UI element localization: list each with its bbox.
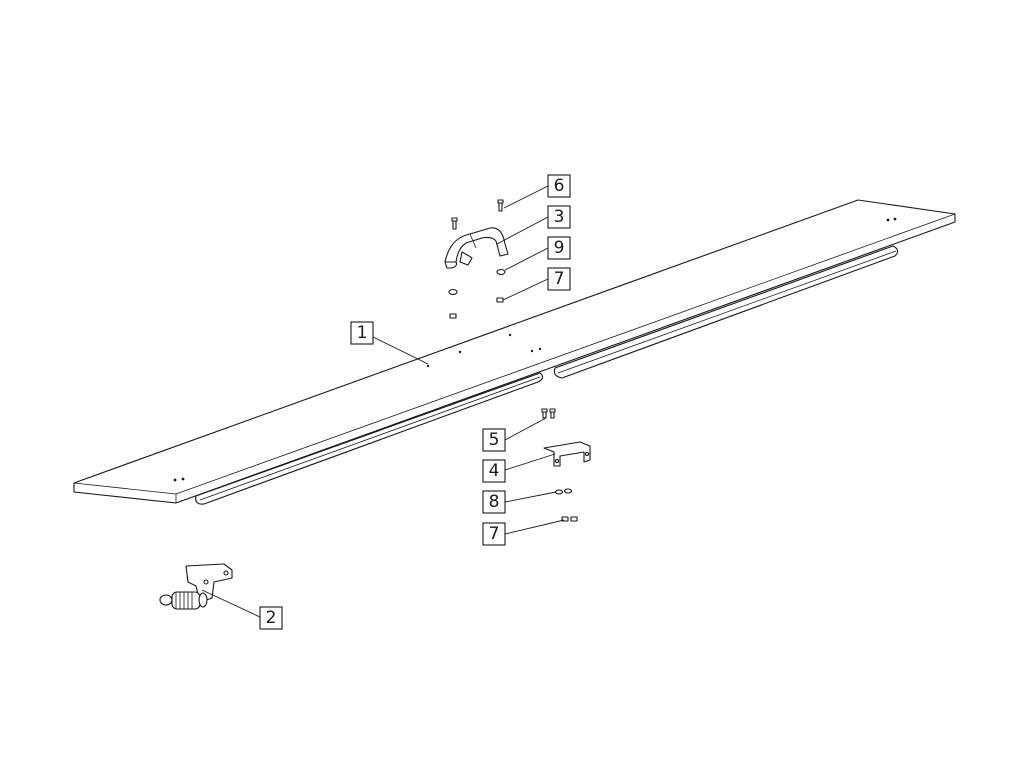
screw-part-6b [497, 199, 504, 212]
callout-5: 5 [482, 428, 506, 452]
callout-7-top: 7 [547, 267, 571, 291]
svg-text:4: 4 [489, 461, 500, 481]
callout-1: 1 [350, 321, 374, 345]
svg-text:3: 3 [554, 207, 565, 227]
svg-text:2: 2 [266, 608, 277, 628]
screw-part-5 [541, 408, 556, 419]
bracket-part [543, 441, 591, 467]
callout-2: 2 [259, 606, 283, 630]
board-part [73, 199, 956, 505]
svg-text:7: 7 [554, 269, 565, 289]
callout-4: 4 [482, 459, 506, 483]
svg-text:8: 8 [489, 492, 500, 512]
washer-part-9 [448, 268, 506, 296]
callout-3: 3 [547, 205, 571, 229]
callout-9: 9 [547, 236, 571, 260]
callout-7-bottom: 7 [482, 522, 506, 546]
svg-text:5: 5 [489, 430, 500, 450]
svg-text:9: 9 [554, 238, 565, 258]
svg-text:6: 6 [554, 176, 565, 196]
handle-part [444, 227, 509, 269]
spring-hinge-part [159, 563, 233, 610]
screw-part-6a [451, 217, 458, 230]
callout-6: 6 [547, 174, 571, 198]
washer-part-8 [554, 488, 573, 495]
leader-lines [201, 185, 565, 618]
callout-8: 8 [482, 490, 506, 514]
svg-text:7: 7 [489, 524, 500, 544]
svg-text:1: 1 [357, 323, 368, 343]
nut-part-7-bottom [561, 516, 578, 522]
nut-part-7-top [449, 297, 504, 319]
